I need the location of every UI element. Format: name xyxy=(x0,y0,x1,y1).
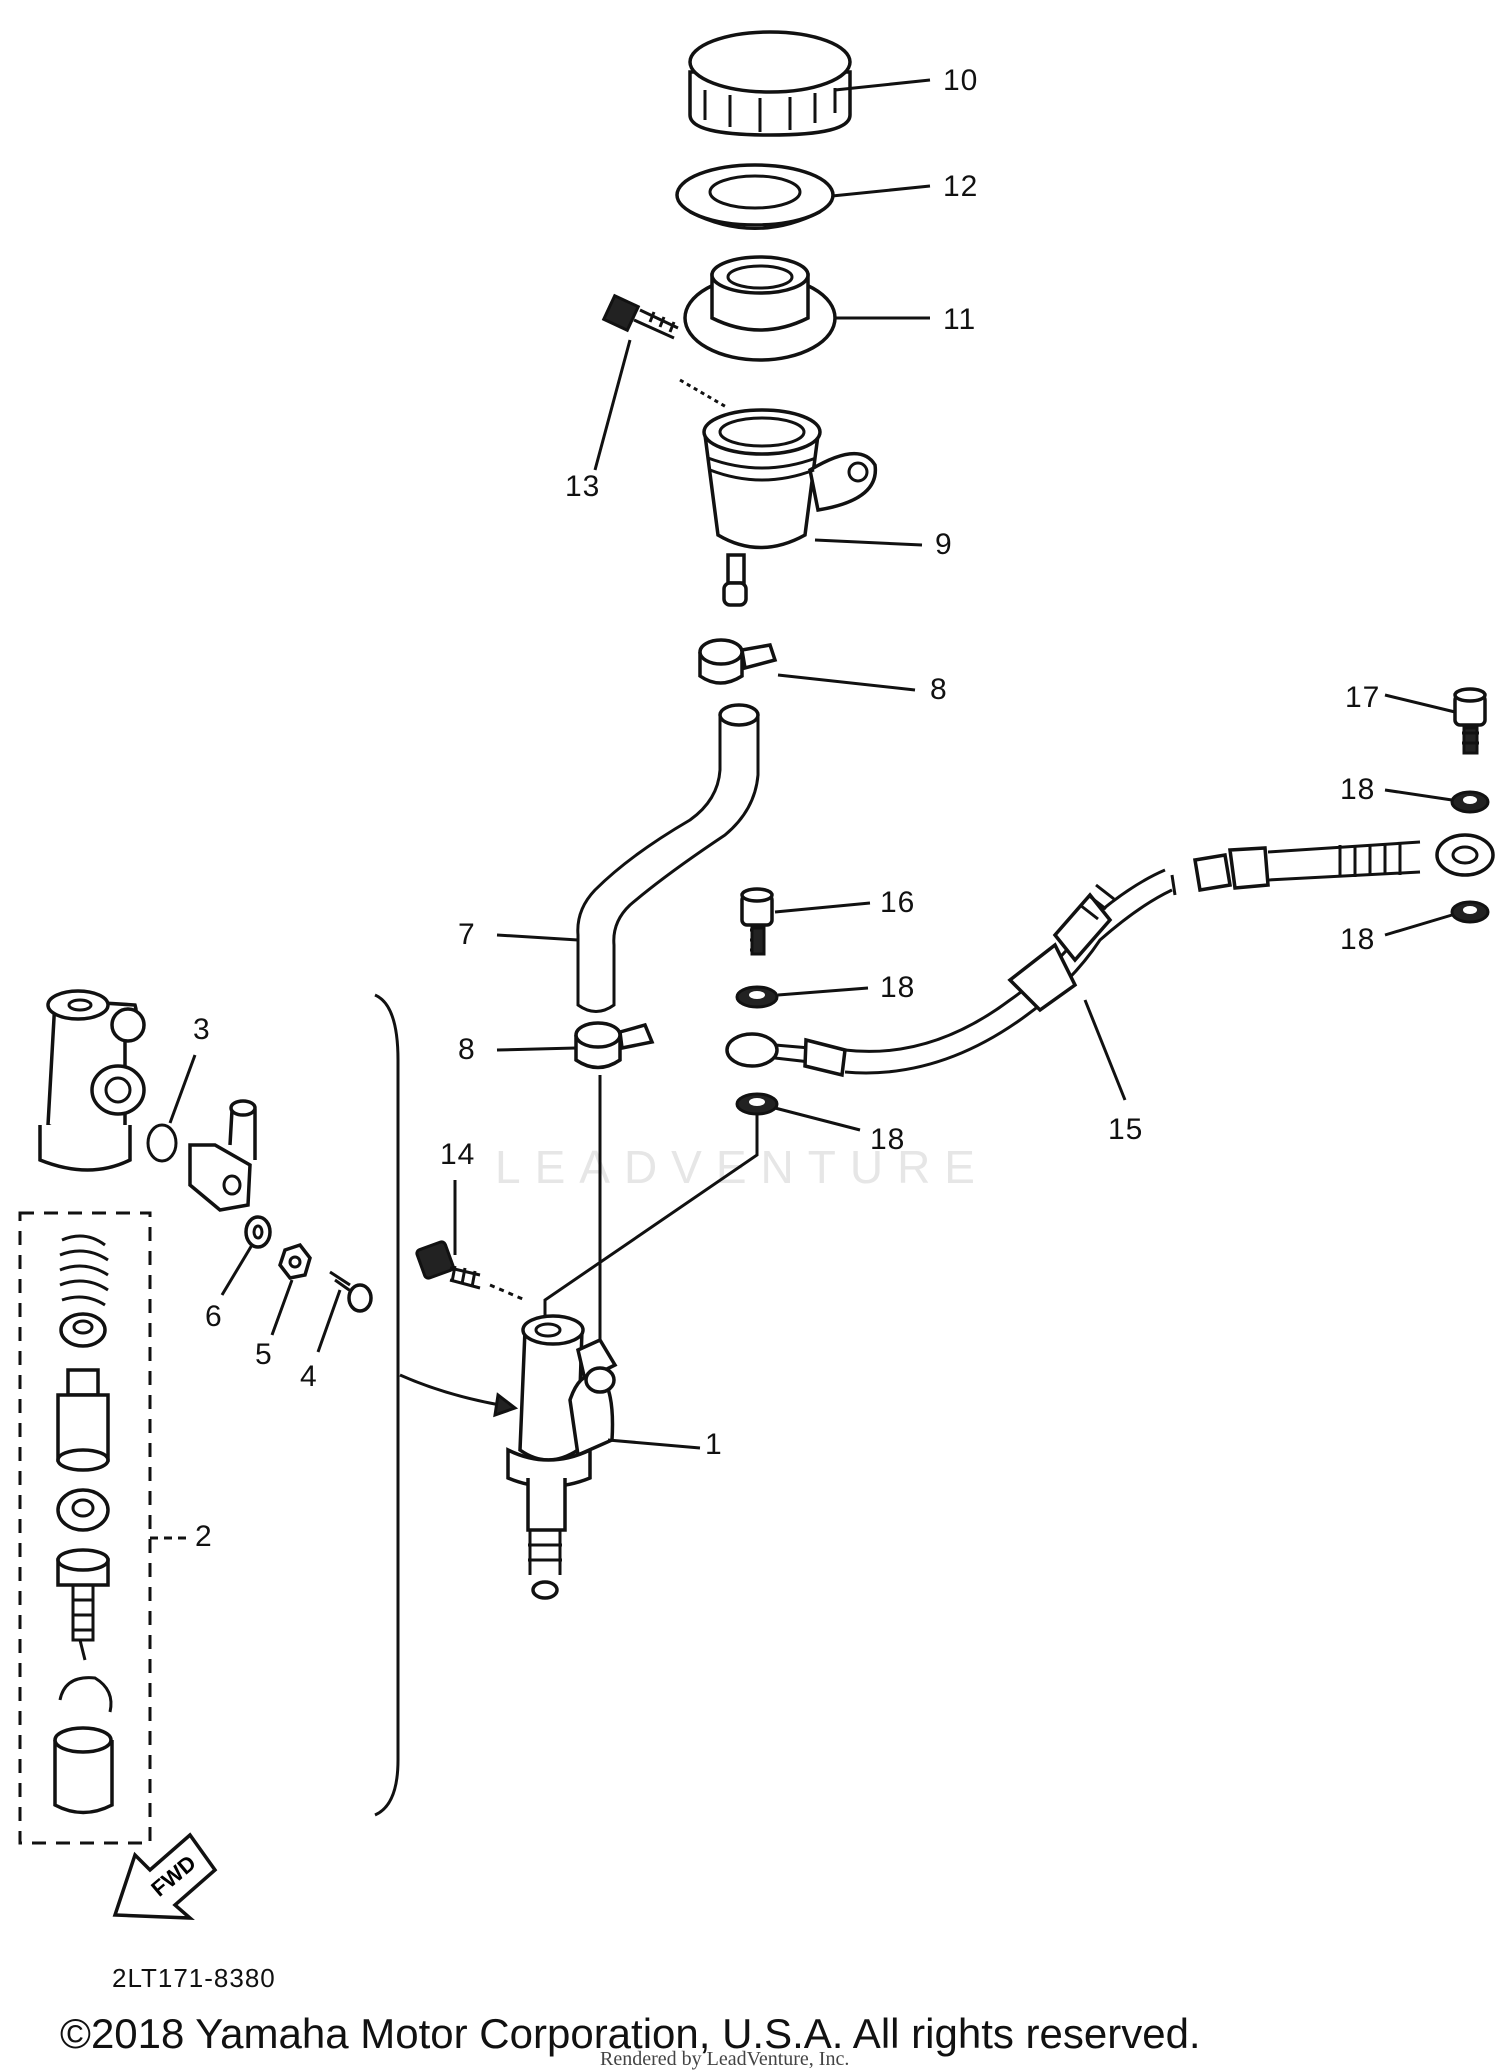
part-18-washer-a[interactable] xyxy=(735,985,779,1009)
part-2-kit-box xyxy=(18,1211,152,1845)
part-16-union-bolt[interactable] xyxy=(740,887,774,956)
callout-18-d: 18 xyxy=(1340,923,1376,956)
leader-13 xyxy=(593,339,632,471)
guide-14 xyxy=(489,1283,526,1302)
part-11-diaphragm[interactable] xyxy=(683,255,837,362)
callout-18-c: 18 xyxy=(1340,773,1376,806)
part-13-screw[interactable] xyxy=(601,293,679,340)
part-7-hose[interactable] xyxy=(576,703,760,1013)
fwd-direction-arrow: FWD xyxy=(112,1832,218,1920)
callout-8-upper: 8 xyxy=(930,673,948,706)
part-18-washer-c[interactable] xyxy=(1450,790,1490,814)
callout-17: 17 xyxy=(1345,681,1381,714)
part-9-reservoir[interactable] xyxy=(702,408,878,607)
guide-13 xyxy=(679,378,729,410)
part-12-diaphragm-holder[interactable] xyxy=(675,163,835,230)
part-10-reservoir-cap[interactable] xyxy=(688,30,852,137)
assembly-bracket xyxy=(374,993,400,1817)
leader-8-lower xyxy=(496,1046,577,1052)
leader-17 xyxy=(1384,693,1456,714)
part-1-master-cylinder[interactable] xyxy=(506,1314,618,1600)
leader-18-d xyxy=(1384,913,1453,937)
watermark: LEADVENTURE xyxy=(495,1141,989,1193)
part-master-cylinder-exploded[interactable] xyxy=(38,989,146,1172)
callout-10: 10 xyxy=(943,64,979,97)
part-2-piston-kit[interactable] xyxy=(53,1234,114,1815)
leader-10 xyxy=(834,78,931,92)
leader-8-upper xyxy=(777,673,916,692)
callout-5: 5 xyxy=(255,1338,273,1371)
leader-7 xyxy=(496,933,579,942)
callout-18-a: 18 xyxy=(880,971,916,1004)
leader-6 xyxy=(220,1244,254,1296)
leader-18-a xyxy=(777,986,869,997)
callout-6: 6 xyxy=(205,1300,223,1333)
part-3-o-ring[interactable] xyxy=(146,1123,178,1163)
leader-4 xyxy=(316,1289,342,1353)
guide-bolt-to-body xyxy=(543,1115,759,1355)
leader-1 xyxy=(607,1438,701,1450)
leader-3 xyxy=(168,1054,197,1124)
part-8-hose-clip-upper[interactable] xyxy=(698,638,778,685)
callout-15: 15 xyxy=(1108,1113,1144,1146)
leader-9 xyxy=(814,538,923,547)
part-8-hose-clip-lower[interactable] xyxy=(574,1021,655,1070)
part-18-washer-b[interactable] xyxy=(735,1092,779,1116)
assembly-arrowhead xyxy=(493,1392,519,1418)
part-14-bolt[interactable] xyxy=(415,1240,481,1290)
leader-15 xyxy=(1083,999,1127,1101)
part-15-hose-end-fitting[interactable] xyxy=(1170,833,1495,896)
part-4-bolt[interactable] xyxy=(329,1270,373,1313)
callout-7: 7 xyxy=(458,918,476,951)
callout-2: 2 xyxy=(195,1520,213,1553)
leader-12 xyxy=(831,184,931,198)
part-17-union-bolt[interactable] xyxy=(1453,687,1487,755)
part-hose-joint[interactable] xyxy=(188,1099,257,1212)
assembly-arrow xyxy=(399,1373,501,1407)
callout-14: 14 xyxy=(440,1138,476,1171)
leader-18-c xyxy=(1384,788,1453,802)
callout-13: 13 xyxy=(565,470,601,503)
callout-3: 3 xyxy=(193,1013,211,1046)
part-5-nut[interactable] xyxy=(278,1242,312,1280)
callout-8-lower: 8 xyxy=(458,1033,476,1066)
callout-4: 4 xyxy=(300,1360,318,1393)
leader-16 xyxy=(774,901,871,914)
copyright-notice: ©2018 Yamaha Motor Corporation, U.S.A. A… xyxy=(60,2010,1201,2057)
callout-11: 11 xyxy=(943,303,977,336)
callout-16: 16 xyxy=(880,886,916,919)
leader-18-b xyxy=(774,1106,861,1132)
callout-18-b: 18 xyxy=(870,1123,906,1156)
part-6-washer[interactable] xyxy=(244,1215,272,1249)
diagram-code: 2LT171-8380 xyxy=(112,1963,276,1993)
callout-9: 9 xyxy=(935,528,953,561)
part-18-washer-d[interactable] xyxy=(1450,900,1490,924)
leader-5 xyxy=(270,1279,294,1336)
rendered-by-credit: Rendered by LeadVenture, Inc. xyxy=(600,2048,850,2070)
callout-1: 1 xyxy=(705,1428,723,1461)
callout-12: 12 xyxy=(943,170,979,203)
part-15-brake-hose[interactable] xyxy=(725,868,1173,1078)
